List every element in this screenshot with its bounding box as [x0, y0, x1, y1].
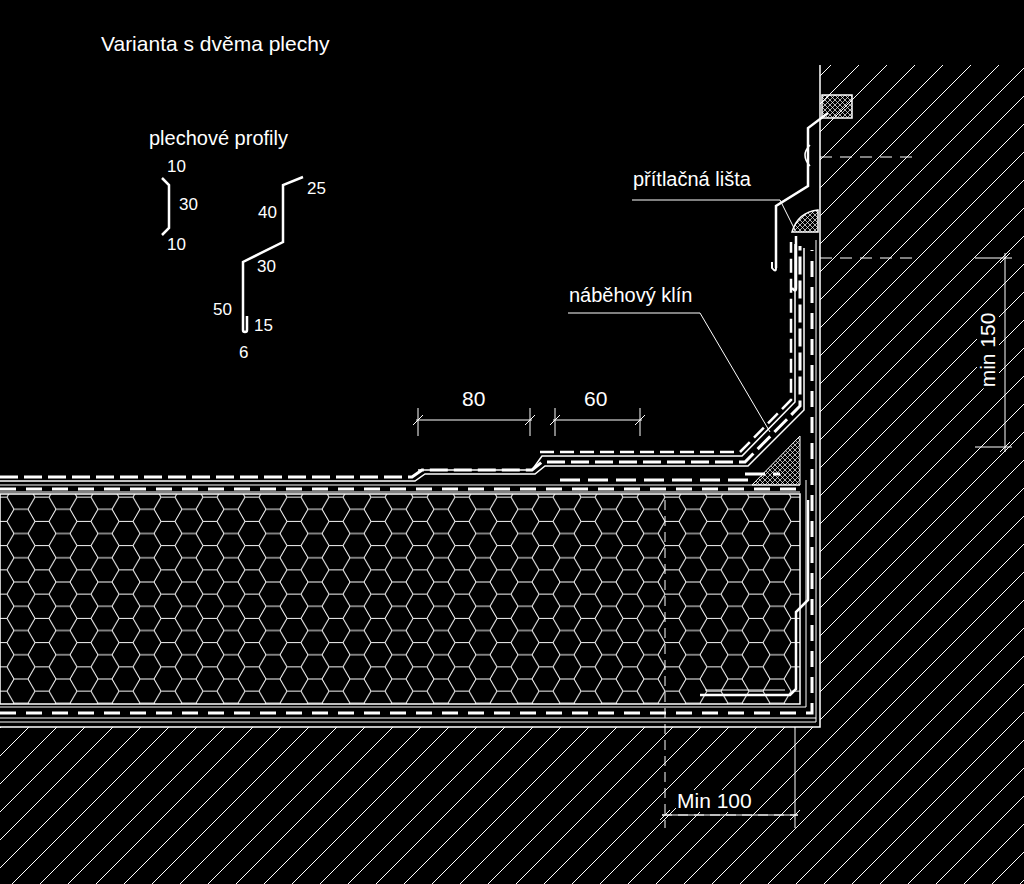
- top-flashing: [776, 113, 828, 268]
- dimension-lines: [413, 408, 535, 436]
- membrane-layers: [0, 485, 800, 486]
- part-label: náběhový klín: [568, 285, 693, 306]
- profile-dimension: 10: [166, 158, 187, 176]
- inner-sheet-profile: [700, 500, 808, 695]
- profile-dimension: 10: [166, 236, 187, 254]
- top-flashing: [772, 262, 776, 271]
- leader-lines: [632, 200, 795, 230]
- structure-hatch: [0, 65, 820, 727]
- membrane-layers: [0, 718, 816, 719]
- dimension-value: Min 100: [676, 790, 753, 812]
- profile-dimension: 25: [306, 180, 327, 198]
- dimension-value: 80: [461, 388, 486, 410]
- leader-lines: [568, 313, 770, 432]
- top-flashing: [820, 157, 920, 258]
- dimension-lines: [660, 727, 800, 828]
- profile-drawings: [162, 177, 303, 332]
- membrane-layers: [0, 248, 804, 481]
- inner-sheet-profile: [700, 500, 808, 695]
- profile-dimension: 30: [256, 258, 277, 276]
- membrane-layers: [418, 244, 795, 470]
- membrane-layers: [0, 246, 800, 477]
- top-flashing: [805, 145, 810, 166]
- leader-lines: [568, 200, 795, 432]
- membrane-layers: [0, 488, 800, 491]
- membrane-layers: [0, 242, 816, 718]
- membrane-layers: [0, 480, 806, 707]
- profile-dimension: 6: [238, 344, 249, 362]
- drawing-title: Varianta s dvěma plechy: [100, 33, 330, 55]
- dimension-lines: [662, 500, 798, 828]
- profile-dimension: 15: [253, 317, 274, 335]
- dimension-lines: [550, 408, 645, 436]
- structure-hatch: [0, 65, 1024, 884]
- top-flashing: [772, 95, 920, 291]
- dimension-lines: [975, 253, 1012, 452]
- dimension-lines: [413, 253, 1012, 828]
- profile-dimension: 30: [178, 196, 199, 214]
- inner-sheet-profile: [705, 690, 785, 691]
- insulation: [0, 494, 800, 704]
- section-heading: plechové profily: [148, 128, 289, 149]
- profile-drawings: [162, 178, 169, 235]
- insulation: [0, 494, 800, 704]
- dimension-value: 60: [583, 388, 608, 410]
- profile-dimension: 40: [257, 204, 278, 222]
- dimension-value: min 150: [977, 312, 999, 389]
- part-label: přítlačná lišta: [632, 169, 752, 190]
- top-flashing: [792, 236, 796, 291]
- membrane-layers: [540, 242, 791, 452]
- profile-dimension: 50: [212, 301, 233, 319]
- structure-hatch: [0, 240, 816, 722]
- fillet-wedge: [752, 436, 800, 485]
- membrane-layers: [560, 474, 780, 480]
- top-flashing: [792, 210, 818, 232]
- structure-hatch: [0, 65, 1024, 884]
- profile-drawings: [243, 177, 303, 332]
- fillet-wedge: [752, 436, 800, 485]
- membrane-layers: [0, 492, 800, 493]
